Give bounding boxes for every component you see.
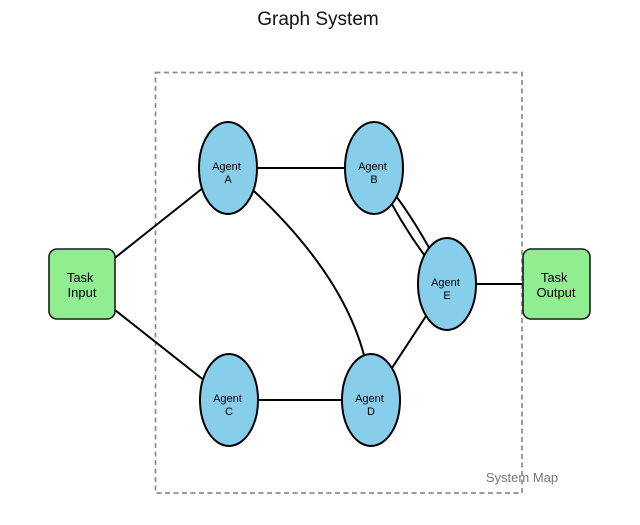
agent-b-label: Agent B	[358, 161, 390, 186]
agent-c-ellipse	[199, 353, 259, 447]
node-task-output: Task Output	[522, 248, 591, 320]
node-agent-d: Agent D	[341, 353, 401, 447]
system-map-label: System Map	[486, 470, 558, 485]
agent-a-label: Agent A	[212, 161, 244, 186]
agent-b-ellipse	[344, 121, 404, 215]
edge-agent-a-agent-d	[227, 167, 372, 401]
agent-e-label: Agent E	[431, 277, 463, 302]
agent-d-ellipse	[341, 353, 401, 447]
agent-d-label: Agent D	[355, 393, 387, 418]
node-agent-e: Agent E	[417, 237, 477, 331]
task-output-box	[522, 248, 591, 320]
diagram-title: Graph System	[257, 9, 378, 30]
node-task-input: Task Input	[48, 248, 116, 320]
agent-c-label: Agent C	[213, 393, 245, 418]
task-input-box	[48, 248, 116, 320]
edge-layer	[81, 167, 557, 401]
task-output-label: Task Output	[536, 270, 575, 300]
system-map-boundary	[154, 71, 523, 494]
node-agent-c: Agent C	[199, 353, 259, 447]
task-input-label: Task Input	[67, 270, 97, 300]
agent-a-ellipse	[198, 121, 258, 215]
node-agent-b: Agent B	[344, 121, 404, 215]
agent-e-ellipse	[417, 237, 477, 331]
node-agent-a: Agent A	[198, 121, 258, 215]
